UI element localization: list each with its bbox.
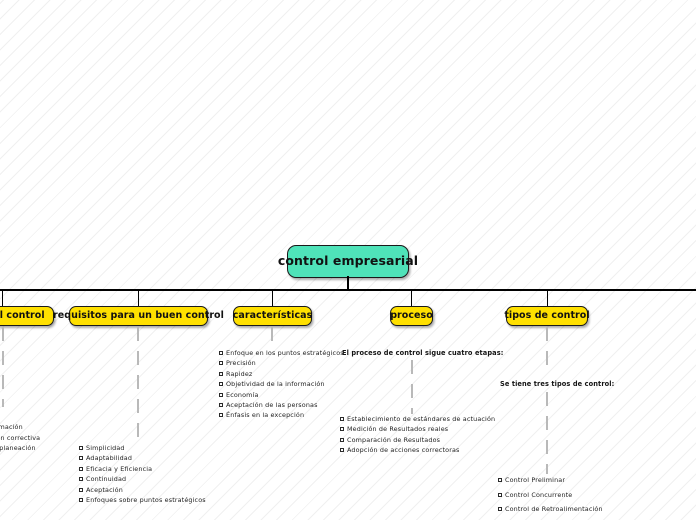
checkbox-icon[interactable] (219, 382, 223, 387)
leaf-list-3: Enfoque en los puntos estratégicos Preci… (219, 348, 344, 421)
branch-dashline-5b (546, 392, 548, 474)
branch-node-fases-del-control[interactable]: s del control (0, 306, 54, 326)
list-item: a información (0, 423, 23, 432)
checkbox-icon[interactable] (340, 427, 344, 432)
list-item: ontrol (0, 412, 40, 422)
list-item: Control de Retroalimentación (498, 502, 603, 517)
list-item: y acción correctiva (0, 433, 41, 442)
list-item: Eficacia y Eficiencia (79, 464, 206, 474)
branch-dashline-2 (137, 327, 139, 441)
branch-node-label: características (232, 310, 313, 322)
drop-connector-3 (272, 290, 273, 306)
branch-node-caracteristicas[interactable]: características (233, 306, 312, 326)
branch-dashline-5a (546, 327, 548, 375)
drop-connector-5 (547, 290, 548, 306)
leaf-list-5: Control Preliminar Control Concurrente C… (498, 473, 603, 517)
checkbox-icon[interactable] (219, 402, 223, 407)
checkbox-icon[interactable] (79, 446, 83, 450)
branch-dashline-3 (271, 327, 273, 347)
list-item: Enfoques sobre puntos estratégicos (79, 495, 206, 505)
checkbox-icon[interactable] (79, 466, 83, 471)
checkbox-icon[interactable] (498, 492, 502, 497)
list-item: Control Concurrente (498, 488, 603, 503)
branch-node-tipos-de-control[interactable]: tipos de control (504, 306, 590, 326)
checkbox-icon[interactable] (79, 497, 83, 502)
list-item: Economía (219, 390, 344, 400)
checkbox-icon[interactable] (498, 478, 502, 482)
list-item: Aceptación de las personas (219, 400, 344, 410)
checkbox-icon[interactable] (219, 371, 223, 376)
checkbox-icon[interactable] (219, 351, 223, 355)
list-item: Rapidez (219, 369, 344, 379)
root-stem-connector (347, 276, 349, 290)
branch-node-requisitos-para-un-buen-control[interactable]: requisitos para un buen control (53, 306, 224, 326)
proceso-note: El proceso de control sigue cuatro etapa… (342, 349, 504, 357)
drop-connector-4 (411, 290, 412, 306)
leaf-list-2: Simplicidad Adaptabilidad Eficacia y Efi… (79, 443, 206, 505)
branch-node-label: tipos de control (504, 310, 590, 322)
list-item: Énfasis en la excepción (219, 410, 344, 420)
checkbox-icon[interactable] (79, 456, 83, 461)
list-item: Adaptabilidad (79, 453, 206, 463)
checkbox-icon[interactable] (340, 417, 344, 421)
horizontal-trunk-connector (0, 289, 696, 291)
list-item: Establecimiento de estándares de actuaci… (340, 414, 495, 424)
list-item: Control Preliminar (498, 473, 603, 488)
branch-node-proceso[interactable]: proceso (390, 306, 433, 326)
branch-node-label: requisitos para un buen control (53, 310, 224, 322)
branch-dashline-4 (411, 360, 413, 414)
checkbox-icon[interactable] (219, 392, 223, 397)
list-item: Simplicidad (79, 443, 206, 453)
list-item: Medición de Resultados reales (340, 424, 495, 434)
root-node-control-empresarial[interactable]: control empresarial (278, 245, 418, 278)
tipos-note: Se tiene tres tipos de control: (500, 380, 615, 388)
leaf-list-1: ontrol a información y acción correctiva… (0, 412, 40, 454)
branch-node-label: proceso (390, 310, 433, 322)
list-item: Enfoque en los puntos estratégicos (219, 348, 344, 358)
list-item: Comparación de Resultados (340, 435, 495, 445)
leaf-list-4: Establecimiento de estándares de actuaci… (340, 414, 495, 456)
list-item: Continuidad (79, 474, 206, 484)
checkbox-icon[interactable] (498, 507, 502, 512)
checkbox-icon[interactable] (219, 361, 223, 366)
checkbox-icon[interactable] (79, 477, 83, 482)
root-node-label: control empresarial (277, 253, 419, 269)
branch-node-label: s del control (0, 310, 45, 322)
list-item: Objetividad de la información (219, 379, 344, 389)
checkbox-icon[interactable] (340, 448, 344, 453)
drop-connector-2 (138, 290, 139, 306)
list-item: clo de planeación (0, 444, 36, 453)
list-item: Aceptación (79, 485, 206, 495)
checkbox-icon[interactable] (79, 487, 83, 492)
drop-connector-1 (2, 290, 3, 306)
list-item: Adopción de acciones correctoras (340, 445, 495, 455)
checkbox-icon[interactable] (219, 413, 223, 418)
branch-dashline-1 (2, 327, 4, 407)
list-item: Precisión (219, 358, 344, 368)
checkbox-icon[interactable] (340, 437, 344, 442)
